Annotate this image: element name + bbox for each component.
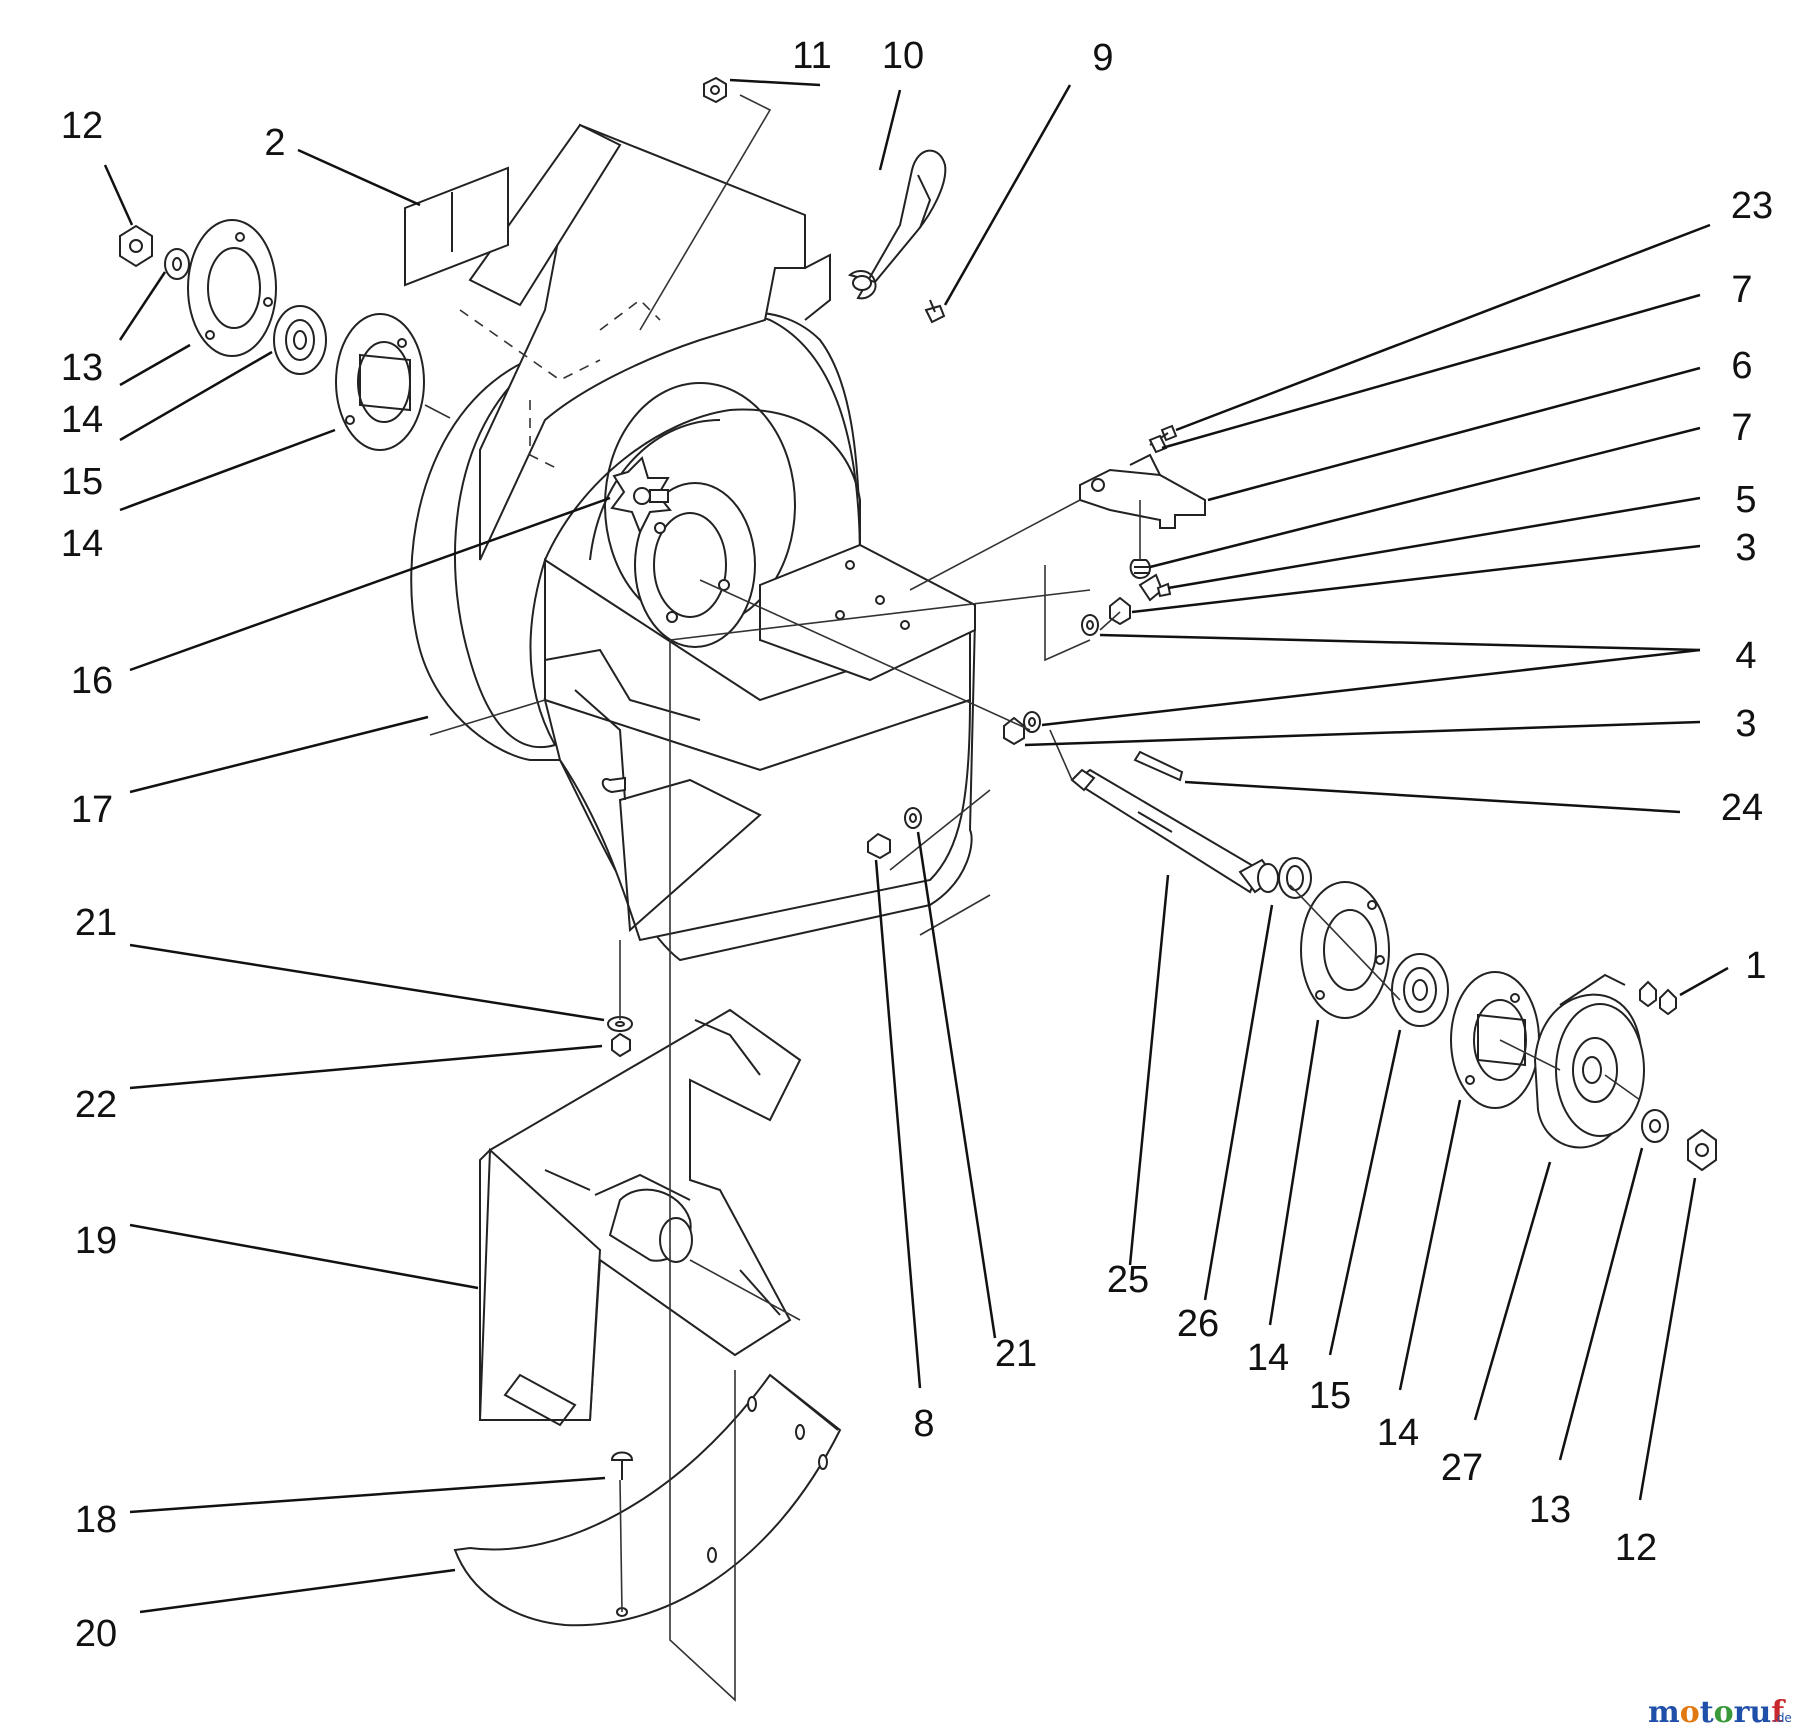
label-8: 8	[913, 1403, 934, 1445]
label-24: 24	[1721, 787, 1763, 829]
wm-t: t	[1700, 1695, 1714, 1730]
label-6: 6	[1731, 345, 1752, 387]
part-number-labels: 11 10 9 12 2 13 14 15 14 16 17 21 22 19 …	[61, 35, 1773, 1655]
nut-part-1	[1639, 980, 1677, 1016]
wm-o2: o	[1714, 1695, 1734, 1730]
leader-lines	[103, 78, 1729, 1614]
washer-part-4-upper	[1081, 614, 1099, 636]
label-12-right: 12	[1615, 1527, 1657, 1569]
wm-r: r	[1734, 1695, 1751, 1730]
label-14-left-a: 14	[61, 399, 103, 441]
svg-text:motoruf: motoruf	[1648, 1695, 1786, 1730]
bolt-part-18	[610, 1451, 634, 1480]
label-17: 17	[71, 789, 113, 831]
label-19: 19	[75, 1220, 117, 1262]
watermark-logo: motoruf .de	[1648, 1695, 1792, 1730]
bracket-part-6	[1079, 453, 1206, 529]
wm-tld: .de	[1773, 1711, 1792, 1725]
wm-m: m	[1648, 1695, 1680, 1730]
nut-part-11	[703, 76, 727, 104]
label-12-left: 12	[61, 105, 103, 147]
label-21-left: 21	[75, 902, 117, 944]
label-18: 18	[75, 1499, 117, 1541]
label-13-left: 13	[61, 347, 103, 389]
flange-part-14-a	[1300, 881, 1390, 1019]
screw-part-5	[1138, 573, 1172, 602]
label-5: 5	[1735, 479, 1756, 521]
label-11: 11	[792, 35, 831, 77]
label-3-upper: 3	[1735, 527, 1756, 569]
label-14-left-b: 14	[61, 523, 103, 565]
spacer-part-26	[1278, 857, 1312, 899]
washer-part-4-lower	[1023, 711, 1041, 733]
scraper-part-20	[453, 1373, 842, 1627]
nut-part-12-right	[1687, 1128, 1717, 1172]
label-2: 2	[264, 122, 285, 164]
pulley-part-27	[1533, 973, 1645, 1149]
label-16: 16	[71, 660, 113, 702]
label-26: 26	[1177, 1303, 1219, 1345]
left-bearing-stack	[119, 219, 451, 451]
label-13-right: 13	[1529, 1489, 1571, 1531]
flange-part-14-b	[1450, 971, 1540, 1109]
bearing-part-15	[1391, 953, 1449, 1027]
label-7-lower: 7	[1731, 407, 1752, 449]
impeller-part-19	[478, 1008, 802, 1427]
label-7-upper: 7	[1731, 269, 1752, 311]
label-23: 23	[1731, 185, 1773, 227]
shaft-part-25	[1070, 768, 1279, 894]
label-4: 4	[1735, 635, 1756, 677]
wm-u: u	[1749, 1695, 1771, 1730]
label-1: 1	[1745, 945, 1766, 987]
spring-part-7	[1129, 559, 1151, 580]
screw-part-7-top	[1148, 434, 1168, 454]
label-22: 22	[75, 1084, 117, 1126]
label-10: 10	[882, 35, 924, 77]
label-27: 27	[1441, 1447, 1483, 1489]
impeller-housing	[410, 123, 977, 962]
label-15-right: 15	[1309, 1375, 1351, 1417]
label-9: 9	[1092, 37, 1113, 79]
label-20: 20	[75, 1613, 117, 1655]
key-part-24	[1133, 750, 1184, 782]
washer-part-21-mid	[904, 807, 922, 829]
label-14-right-b: 14	[1377, 1412, 1419, 1454]
bolt-part-9	[924, 299, 946, 324]
nut-part-8	[867, 832, 891, 860]
decal-part-2	[404, 166, 509, 287]
label-21-mid: 21	[995, 1333, 1037, 1375]
nut-part-22	[611, 1032, 631, 1058]
wm-f: f	[1771, 1695, 1786, 1730]
deflector-part-10	[847, 149, 947, 300]
label-3-lower: 3	[1735, 703, 1756, 745]
washer-part-3-upper	[1109, 596, 1131, 626]
label-15-left: 15	[61, 461, 103, 503]
label-25: 25	[1107, 1259, 1149, 1301]
label-14-right-a: 14	[1247, 1337, 1289, 1379]
wm-o1: o	[1680, 1695, 1700, 1730]
washer-part-13-right	[1641, 1109, 1669, 1143]
